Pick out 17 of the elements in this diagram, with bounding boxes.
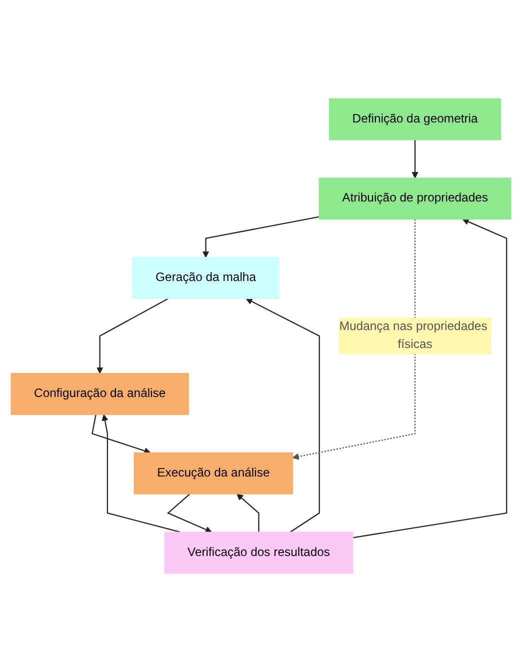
arrow: [202, 216, 320, 258]
arrow: [352, 218, 508, 538]
arrow: [167, 494, 212, 533]
arrow: [92, 414, 151, 454]
arrow: [96, 298, 168, 374]
node-box: Execução da análise: [134, 452, 294, 494]
node-box: Configuração da análise: [10, 373, 189, 415]
edge-label: Mudança nas propriedades físicas: [339, 320, 488, 352]
arrow: [292, 219, 416, 460]
node-box: Verificação dos resultados: [164, 532, 354, 574]
arrow: [236, 494, 260, 532]
arrow: [102, 414, 180, 533]
arrow: [246, 298, 320, 533]
node-box: Definição da geometria: [328, 98, 502, 140]
node-box: Atribuição de propriedades: [318, 178, 512, 220]
node-box: Geração da malha: [132, 257, 280, 299]
arrow: [412, 140, 418, 178]
